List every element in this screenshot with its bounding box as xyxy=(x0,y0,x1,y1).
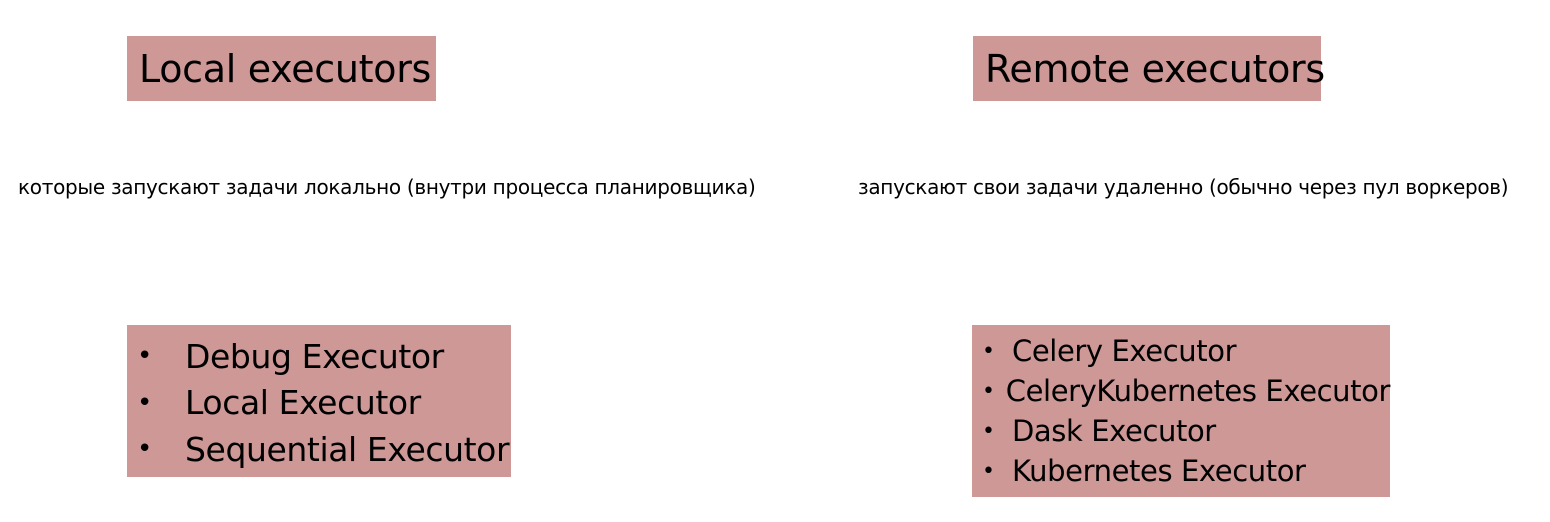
list-item-label: Dask Executor xyxy=(1012,414,1216,448)
list-item-label: Celery Executor xyxy=(1012,334,1237,368)
local-executors-description: которые запускают задачи локально (внутр… xyxy=(18,175,756,199)
remote-executors-list-box: • Celery Executor • CeleryKubernetes Exe… xyxy=(972,325,1390,497)
list-item-label: Debug Executor xyxy=(185,336,444,376)
bullet-icon: • xyxy=(982,338,995,364)
list-item: • Celery Executor xyxy=(972,331,1390,371)
list-item: • Sequential Executor xyxy=(127,426,511,473)
list-item: • Kubernetes Executor xyxy=(972,451,1390,491)
bullet-icon: • xyxy=(982,458,995,484)
bullet-icon: • xyxy=(137,434,152,465)
list-item-label: Kubernetes Executor xyxy=(1012,454,1306,488)
local-executors-title: Local executors xyxy=(139,46,432,91)
bullet-icon: • xyxy=(137,387,152,418)
remote-executors-title: Remote executors xyxy=(985,46,1325,91)
bullet-icon: • xyxy=(982,378,995,404)
list-item-label: Sequential Executor xyxy=(185,429,510,469)
bullet-icon: • xyxy=(982,418,995,444)
list-item: • Debug Executor xyxy=(127,333,511,380)
bullet-icon: • xyxy=(137,341,152,372)
list-item-label: CeleryKubernetes Executor xyxy=(1005,374,1391,408)
local-executors-list: • Debug Executor • Local Executor • Sequ… xyxy=(127,333,511,473)
list-item: • CeleryKubernetes Executor xyxy=(972,371,1390,411)
list-item-label: Local Executor xyxy=(185,383,421,423)
local-executors-list-box: • Debug Executor • Local Executor • Sequ… xyxy=(127,325,511,477)
remote-executors-list: • Celery Executor • CeleryKubernetes Exe… xyxy=(972,331,1390,491)
local-executors-title-box: Local executors xyxy=(127,36,436,101)
remote-executors-title-box: Remote executors xyxy=(973,36,1325,101)
list-item: • Dask Executor xyxy=(972,411,1390,451)
list-item: • Local Executor xyxy=(127,380,511,427)
remote-executors-description: запускают свои задачи удаленно (обычно ч… xyxy=(858,175,1509,199)
